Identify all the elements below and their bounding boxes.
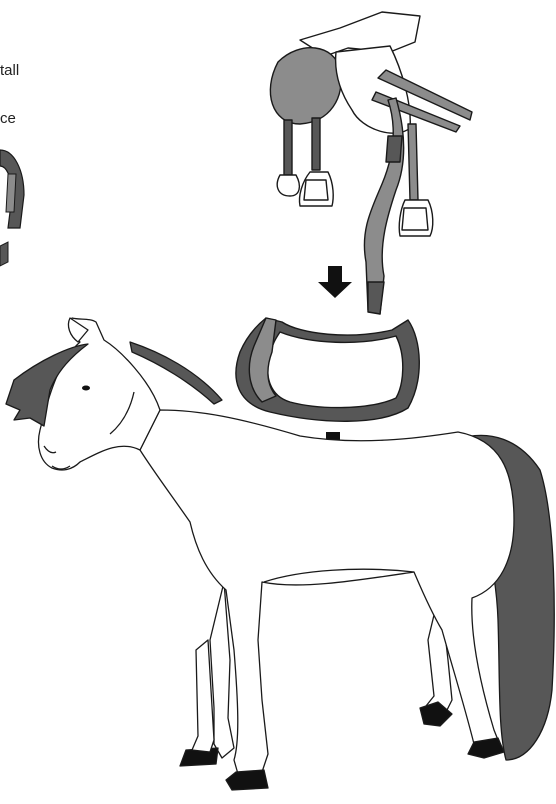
down-arrow-icon — [318, 266, 352, 298]
tack-fragment-icon — [0, 150, 24, 266]
saddle-icon — [270, 12, 472, 314]
saddle-pad-icon — [236, 318, 419, 421]
